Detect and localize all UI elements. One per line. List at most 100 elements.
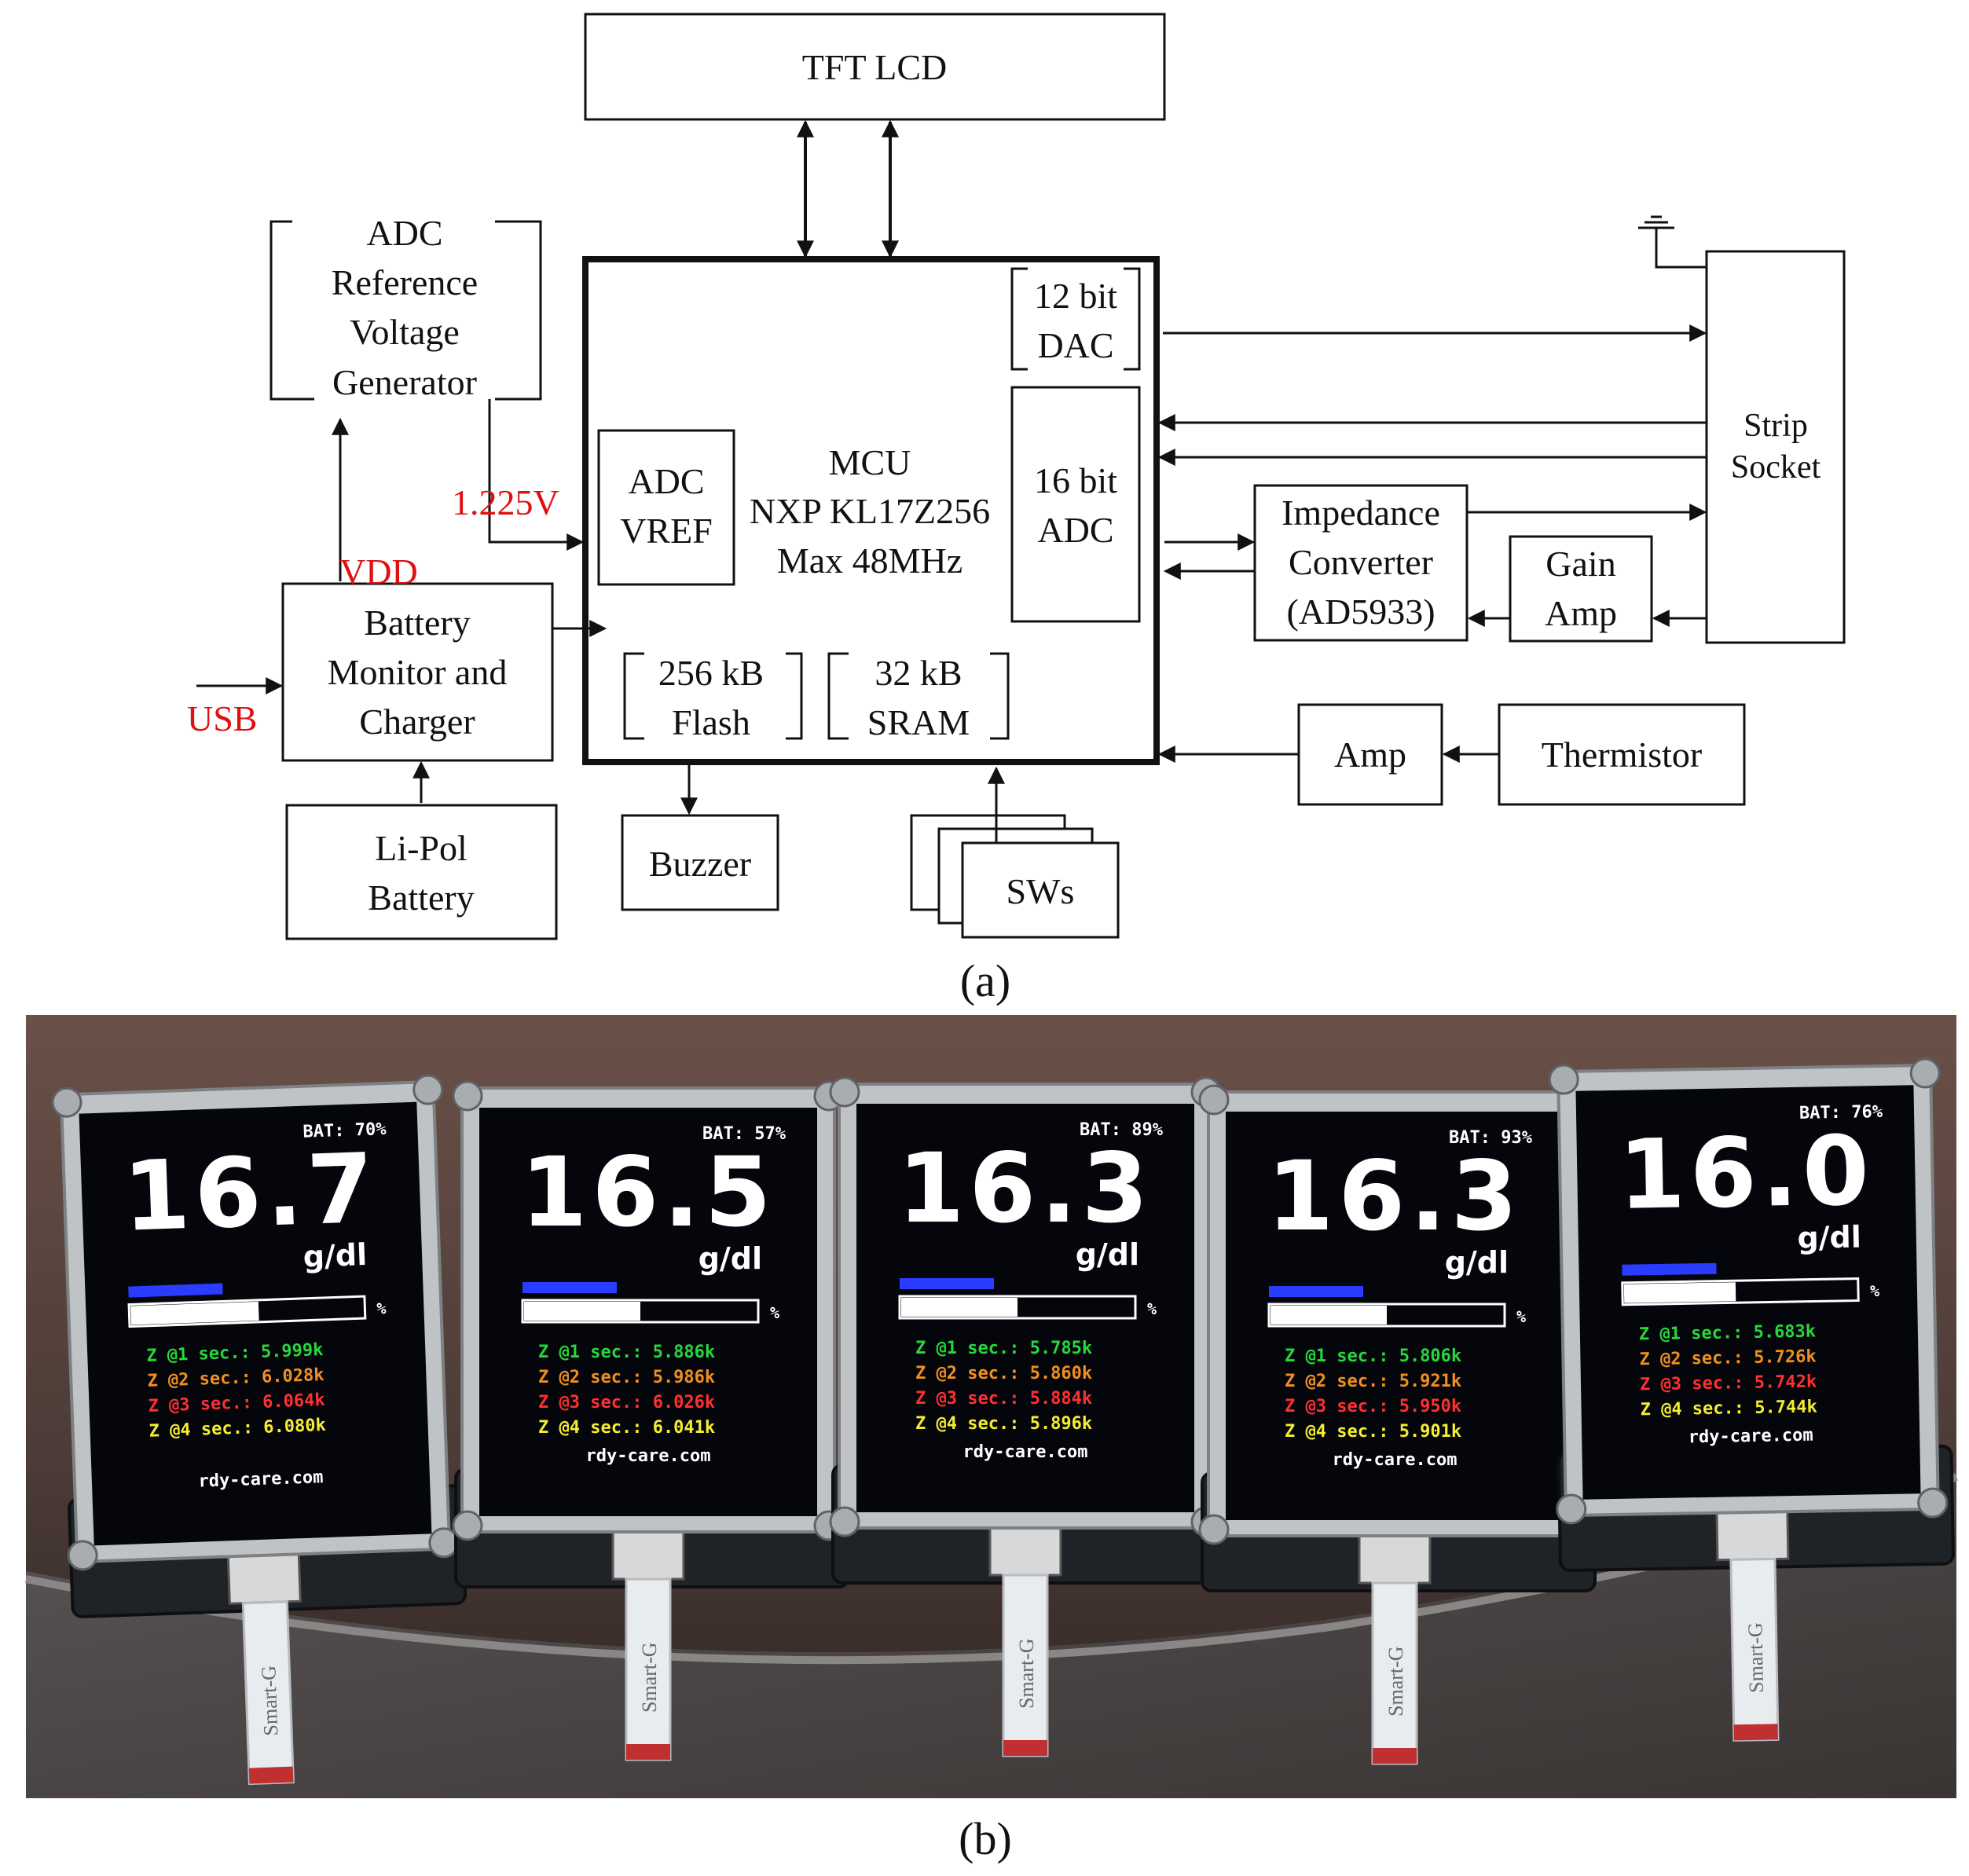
flash-block: 256 kB Flash — [623, 652, 803, 742]
reading-unit: g/dl — [302, 1237, 368, 1274]
gain-amp-line2: Amp — [1545, 593, 1617, 633]
impedance-reading: Z @3 sec.: 5.884k — [915, 1389, 1092, 1409]
battery-monitor-line3: Charger — [359, 702, 475, 742]
battery-monitor-line2: Monitor and — [328, 652, 508, 692]
impedance-reading: Z @1 sec.: 5.683k — [1639, 1322, 1817, 1345]
screw-icon — [51, 1086, 82, 1118]
website-label: rdy-care.com — [586, 1446, 711, 1466]
progress-fill — [130, 1301, 259, 1325]
signal-vdd-label: VDD — [339, 551, 418, 592]
lipol-line1: Li-Pol — [375, 828, 468, 868]
impedance-reading: Z @4 sec.: 5.901k — [1285, 1422, 1461, 1442]
strip-tip — [1733, 1724, 1778, 1741]
progress-fill — [524, 1302, 640, 1321]
flash-line1: 256 kB — [658, 653, 764, 693]
reading-unit: g/dl — [1445, 1245, 1509, 1280]
hct-indicator — [1622, 1262, 1717, 1276]
screw-icon — [1917, 1487, 1949, 1519]
lipol-battery-block: Li-Pol Battery — [285, 804, 558, 940]
screw-icon — [1198, 1084, 1230, 1116]
progress-fill — [1623, 1282, 1736, 1303]
reading-value: 16.7 — [121, 1132, 380, 1252]
mcu-label: MCU — [829, 442, 911, 482]
lipol-line2: Battery — [368, 878, 474, 918]
gain-amp-line1: Gain — [1546, 544, 1615, 584]
impedance-reading: Z @1 sec.: 5.785k — [915, 1339, 1092, 1358]
screw-icon — [452, 1080, 483, 1112]
battery-status: BAT: 89% — [1080, 1120, 1164, 1140]
sram-line1: 32 kB — [874, 653, 962, 693]
tft-lcd-block: TFT LCD — [584, 13, 1166, 121]
battery-status: BAT: 70% — [302, 1119, 387, 1142]
test-strip — [1002, 1574, 1049, 1757]
adc-ref-line3: Voltage — [350, 312, 460, 352]
amp-block: Amp — [1297, 703, 1443, 806]
hct-indicator — [900, 1278, 994, 1289]
progress-fill — [1270, 1306, 1387, 1325]
buzzer-block: Buzzer — [621, 814, 779, 911]
impedance-reading: Z @2 sec.: 5.726k — [1639, 1347, 1817, 1370]
mcu-part-label: NXP KL17Z256 — [750, 491, 990, 531]
hct-indicator — [522, 1282, 617, 1293]
screw-icon — [1909, 1057, 1941, 1089]
switches-block: SWs — [910, 814, 1120, 939]
adc-vref-line2: VREF — [620, 511, 713, 551]
strip-label: Smart-G — [1015, 1638, 1038, 1709]
website-label: rdy-care.com — [1333, 1450, 1458, 1470]
amp-label: Amp — [1334, 735, 1406, 775]
screw-icon — [452, 1510, 483, 1541]
sram-block: 32 kB SRAM — [827, 652, 1010, 742]
floor-region — [26, 1469, 1956, 1798]
progress-fill — [901, 1298, 1018, 1317]
caption-b: (b) — [959, 1813, 1012, 1864]
strip-tip — [248, 1766, 294, 1784]
mcu-block: MCU NXP KL17Z256 Max 48MHz — [582, 256, 1160, 765]
impedance-line1: Impedance — [1282, 493, 1440, 533]
mcu-clock-label: Max 48MHz — [777, 540, 962, 581]
strip-tip — [1373, 1748, 1417, 1764]
impedance-reading: Z @3 sec.: 6.026k — [538, 1393, 715, 1412]
reading-value: 16.3 — [897, 1133, 1153, 1244]
strip-label: Smart-G — [1744, 1622, 1768, 1693]
device: Smart-G BAT: 89%16.3g/dl% Z @1 sec.: 5.785… — [829, 1076, 1227, 1757]
progress-percent-sign: % — [1147, 1299, 1157, 1318]
dac-block: 12 bit DAC — [1010, 267, 1141, 371]
strip-label: Smart-G — [638, 1642, 661, 1713]
reading-value: 16.3 — [1267, 1141, 1522, 1252]
dac-line2: DAC — [1037, 325, 1113, 365]
strip-socket-block: Strip Socket — [1705, 250, 1846, 644]
battery-status: BAT: 93% — [1449, 1128, 1533, 1148]
adc-ref-line1: ADC — [366, 213, 442, 253]
impedance-reading: Z @2 sec.: 5.921k — [1285, 1372, 1461, 1391]
reading-unit: g/dl — [1076, 1237, 1139, 1272]
screw-icon — [1198, 1514, 1230, 1545]
impedance-reading: Z @2 sec.: 5.860k — [915, 1364, 1092, 1383]
impedance-reading: Z @2 sec.: 5.986k — [538, 1368, 715, 1387]
signal-1225v-label: 1.225V — [452, 482, 559, 522]
impedance-reading: Z @3 sec.: 5.742k — [1640, 1372, 1817, 1394]
adc-vref-line1: ADC — [628, 461, 704, 501]
battery-monitor-block: Battery Monitor and Charger — [281, 582, 554, 762]
impedance-reading: Z @1 sec.: 5.806k — [1285, 1347, 1461, 1366]
progress-percent-sign: % — [1870, 1281, 1879, 1300]
battery-status: BAT: 76% — [1799, 1102, 1883, 1123]
screw-icon — [829, 1076, 860, 1108]
adc-ref-line2: Reference — [332, 262, 478, 302]
adc-ref-line4: Generator — [332, 362, 477, 402]
adc16-block: 16 bit ADC — [1010, 386, 1141, 623]
strip-tip — [1003, 1740, 1047, 1756]
battery-status: BAT: 57% — [702, 1124, 786, 1144]
impedance-reading: Z @4 sec.: 5.896k — [915, 1414, 1092, 1434]
lcd-screen — [79, 1101, 432, 1546]
sws-label: SWs — [1006, 871, 1075, 911]
caption-a: (a) — [960, 955, 1010, 1006]
strip-label: Smart-G — [1384, 1646, 1407, 1717]
screw-icon — [829, 1506, 860, 1537]
hct-indicator — [1269, 1286, 1363, 1297]
thermistor-block: Thermistor — [1498, 703, 1746, 806]
impedance-reading: Z @3 sec.: 5.950k — [1285, 1397, 1461, 1416]
website-label: rdy-care.com — [198, 1467, 324, 1492]
